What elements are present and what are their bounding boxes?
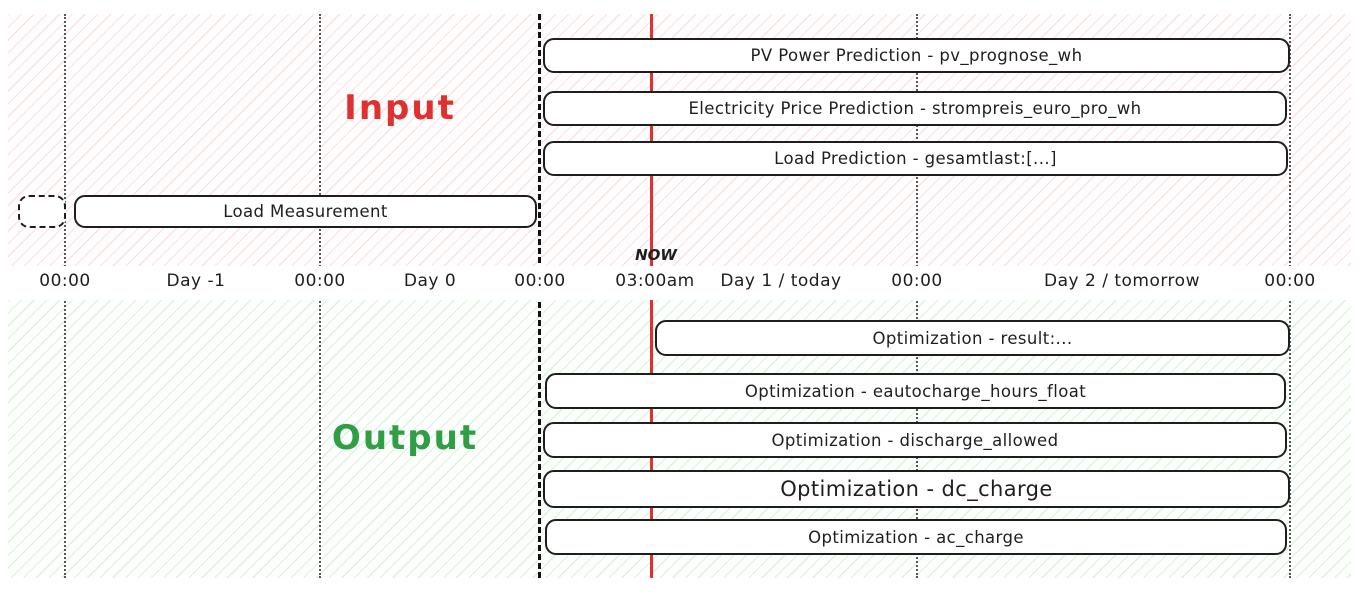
input-box-load-measurement: Load Measurement [74, 195, 537, 228]
output-box-dc-charge: Optimization - dc_charge [543, 470, 1290, 508]
output-band-title: Output [331, 418, 479, 458]
input-box-pv-power-prediction: PV Power Prediction - pv_prognose_wh [543, 38, 1290, 73]
output-box-eautocharge-hours-float: Optimization - eautocharge_hours_float [545, 373, 1286, 409]
input-box-load-measurement-label: Load Measurement [223, 202, 388, 221]
output-box-discharge-allowed: Optimization - discharge_allowed [543, 422, 1287, 458]
now-label: NOW [635, 246, 677, 264]
output-box-optimization-result-label: Optimization - result:... [872, 328, 1073, 348]
input-band-title: Input [344, 88, 456, 128]
tick-0000-c: 00:00 [509, 271, 571, 291]
output-box-optimization-result: Optimization - result:... [655, 320, 1290, 356]
output-box-eautocharge-hours-float-label: Optimization - eautocharge_hours_float [744, 381, 1087, 401]
input-box-electricity-price-prediction: Electricity Price Prediction - stromprei… [543, 91, 1287, 126]
input-box-pv-power-prediction-label: PV Power Prediction - pv_prognose_wh [750, 46, 1083, 65]
tick-0000-a: 00:00 [34, 271, 96, 291]
tick-day2-tomorrow: Day 2 / tomorrow [1039, 271, 1205, 291]
input-box-load-measurement-continuation-stub [18, 195, 66, 228]
input-box-load-prediction: Load Prediction - gesamtlast:[...] [543, 141, 1288, 176]
output-box-dc-charge-label: Optimization - dc_charge [780, 477, 1053, 501]
output-box-ac-charge-label: Optimization - ac_charge [808, 527, 1024, 547]
output-box-discharge-allowed-label: Optimization - discharge_allowed [771, 430, 1059, 450]
tick-0300am: 03:00am [610, 271, 700, 291]
tick-day1-today: Day 1 / today [715, 271, 847, 291]
output-box-ac-charge: Optimization - ac_charge [545, 519, 1287, 555]
tick-day0: Day 0 [398, 271, 462, 291]
tick-day-minus1: Day -1 [161, 271, 231, 291]
input-box-load-prediction-label: Load Prediction - gesamtlast:[...] [774, 149, 1057, 168]
tick-0000-e: 00:00 [1259, 271, 1321, 291]
tick-0000-d: 00:00 [886, 271, 948, 291]
input-box-electricity-price-prediction-label: Electricity Price Prediction - stromprei… [688, 99, 1142, 118]
tick-0000-b: 00:00 [289, 271, 351, 291]
